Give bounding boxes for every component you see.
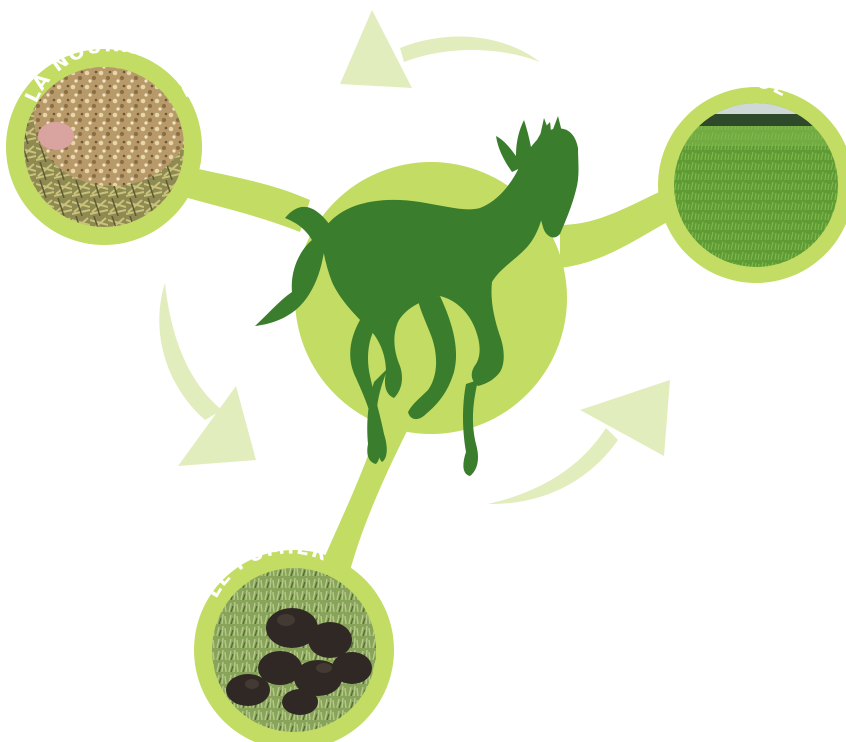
- cycle-arrow-top: [340, 10, 540, 88]
- connector-manure: [318, 420, 410, 578]
- cycle-arrow-left: [159, 283, 256, 466]
- node-soil: LE SOL: [658, 69, 846, 283]
- node-food: LA NOURRITURE: [6, 34, 203, 245]
- node-manure: LE FUMIER: [194, 536, 394, 742]
